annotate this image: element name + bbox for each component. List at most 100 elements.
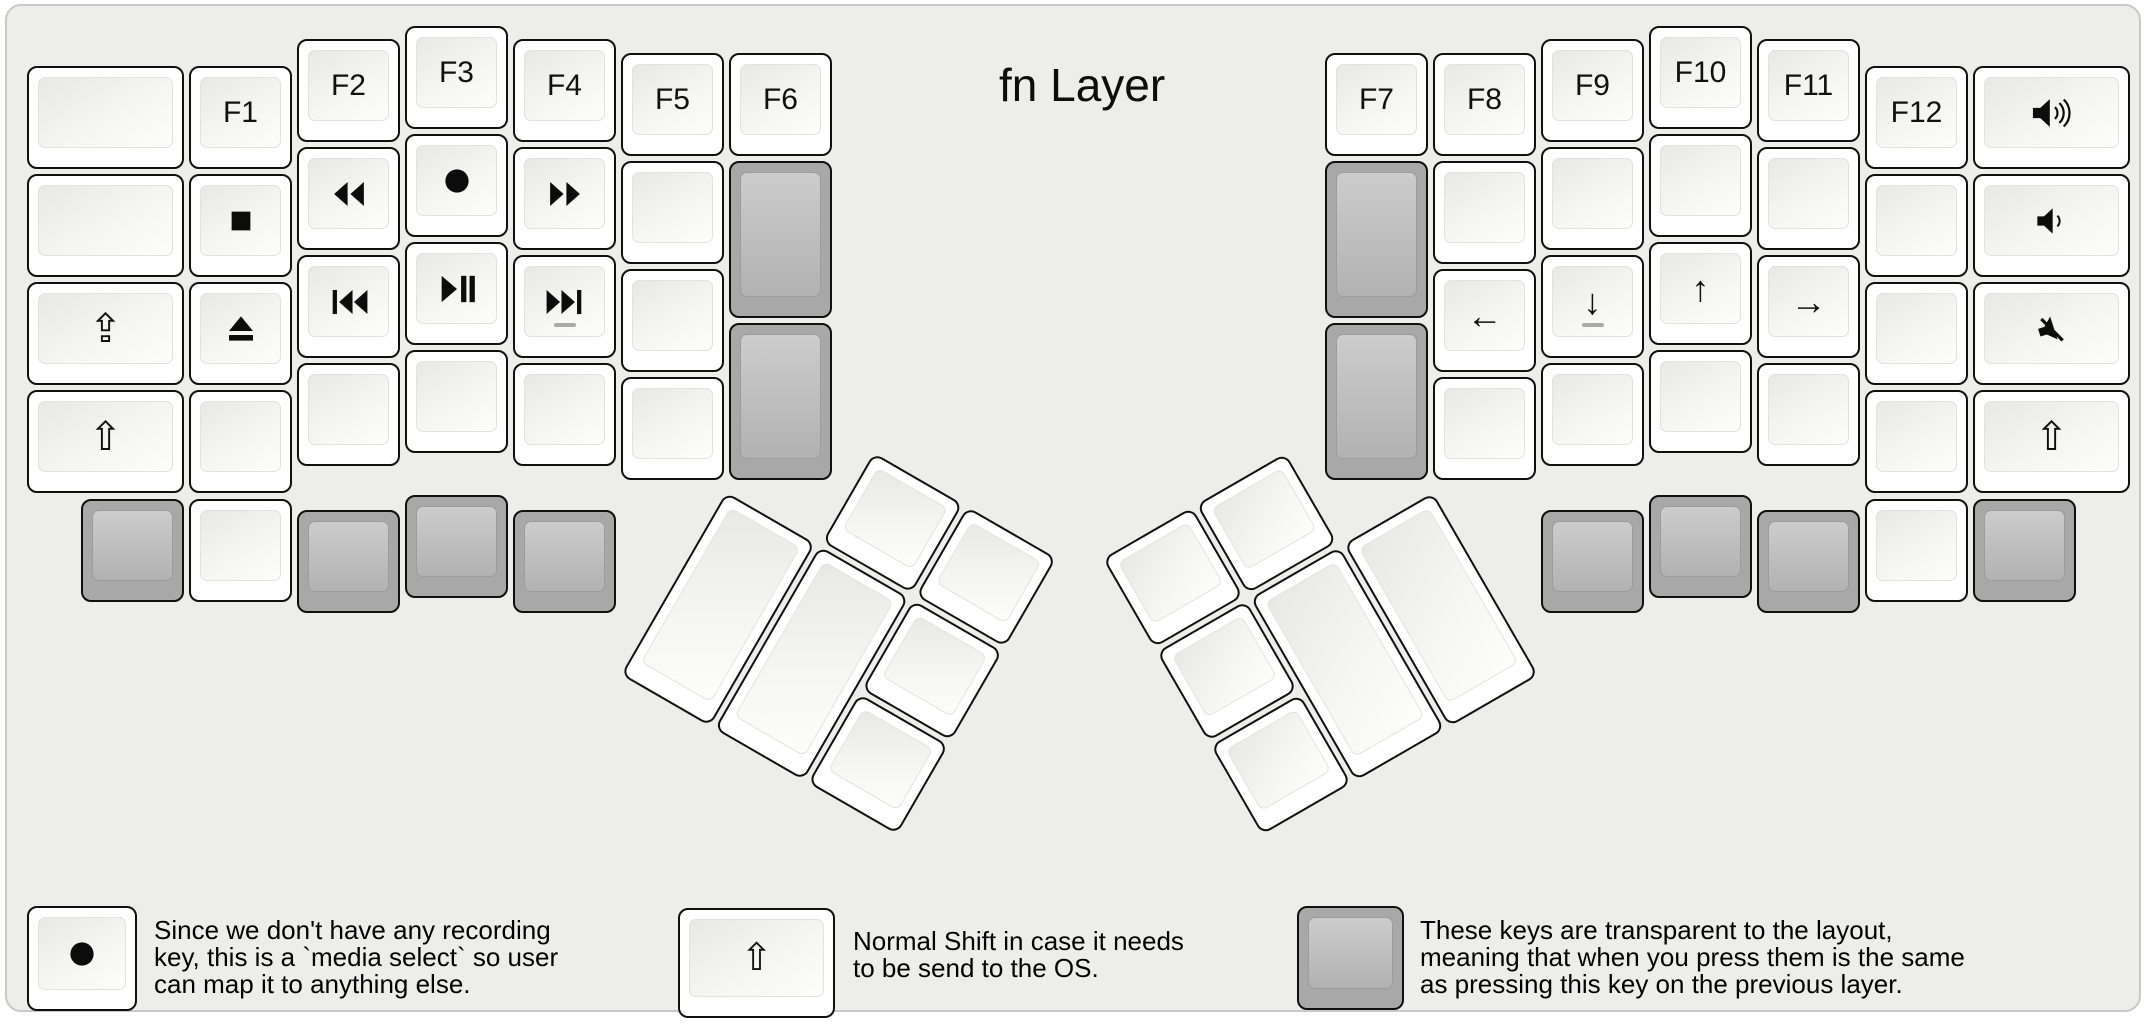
key-transparent[interactable] [1541,510,1644,613]
key-blank[interactable] [1433,161,1536,264]
key-transparent[interactable] [729,323,832,480]
key-f2[interactable]: F2 [297,39,400,142]
legend-media-select-key-cap [38,917,126,990]
key-blank[interactable] [1865,174,1968,277]
key-rewind-cap [308,158,389,229]
key-f11[interactable]: F11 [1757,39,1860,142]
key-blank-cap [1660,145,1741,216]
key-transparent[interactable] [297,510,400,613]
key-transparent[interactable] [513,510,616,613]
key-arrow-up-cap: ↑ [1660,253,1741,324]
key-play-pause[interactable] [405,242,508,345]
key-blank[interactable] [621,161,724,264]
key-f8[interactable]: F8 [1433,53,1536,156]
key-f4[interactable]: F4 [513,39,616,142]
key-caps-lock[interactable]: ⇪ [27,282,184,385]
homing-bar [553,323,576,327]
key-transparent[interactable] [1757,510,1860,613]
key-mute[interactable] [1973,282,2130,385]
key-f5[interactable]: F5 [621,53,724,156]
legend-text-media-select: Since we don't have any recording key, t… [154,917,558,998]
key-f9[interactable]: F9 [1541,39,1644,142]
key-f5-cap: F5 [632,64,713,135]
volume-up-icon [2030,95,2074,131]
key-transparent[interactable] [1325,161,1428,318]
key-record[interactable] [405,134,508,237]
key-blank[interactable] [621,377,724,480]
key-blank[interactable] [405,350,508,453]
key-f9-label: F9 [1574,68,1610,102]
eject-icon [225,313,257,345]
key-transparent[interactable] [729,161,832,318]
key-f6[interactable]: F6 [729,53,832,156]
key-f12[interactable]: F12 [1865,66,1968,169]
legend-shift-key-cap: ⇧ [689,919,824,997]
key-f10[interactable]: F10 [1649,26,1752,129]
key-blank[interactable] [1649,134,1752,237]
key-eject[interactable] [189,282,292,385]
legend-transparent-key[interactable] [1297,906,1404,1010]
key-f3-cap: F3 [416,37,497,108]
mute-icon [2034,313,2070,345]
key-f7[interactable]: F7 [1325,53,1428,156]
key-f10-label: F10 [1674,55,1727,89]
key-blank[interactable] [1757,147,1860,250]
legend-media-select-key[interactable] [27,906,137,1011]
key-arrow-up[interactable]: ↑ [1649,242,1752,345]
key-fast-forward-cap [524,158,605,229]
key-arrow-left[interactable]: ← [1433,269,1536,372]
key-transparent[interactable] [405,495,508,598]
key-blank-cap [200,510,281,581]
key-blank[interactable] [1541,363,1644,466]
key-blank[interactable] [1865,499,1968,602]
key-blank[interactable] [513,363,616,466]
key-next-track[interactable] [513,255,616,358]
key-f3[interactable]: F3 [405,26,508,129]
key-blank-cap [1444,388,1525,459]
key-blank[interactable] [189,499,292,602]
key-volume-down[interactable] [1973,174,2130,277]
key-blank[interactable] [27,174,184,277]
key-shift-right[interactable]: ⇧ [1973,390,2130,493]
key-blank-cap [38,185,173,256]
key-transparent-cap [524,521,605,592]
key-blank[interactable] [1649,350,1752,453]
key-blank[interactable] [189,390,292,493]
key-blank[interactable] [1433,377,1536,480]
key-rewind[interactable] [297,147,400,250]
key-blank[interactable] [1865,282,1968,385]
record-icon [65,937,99,971]
key-blank[interactable] [27,66,184,169]
key-volume-up[interactable] [1973,66,2130,169]
key-stop[interactable] [189,174,292,277]
key-transparent[interactable] [1649,495,1752,598]
legend-line: key, this is a `media select` so user [154,942,559,972]
key-transparent[interactable] [81,499,184,602]
key-blank[interactable] [1757,363,1860,466]
rewind-icon [330,177,368,211]
key-arrow-right[interactable]: → [1757,255,1860,358]
legend-shift-key-label: ⇧ [740,937,773,979]
key-prev-track[interactable] [297,255,400,358]
key-blank-cap [1444,172,1525,243]
legend-shift-key[interactable]: ⇧ [678,908,835,1018]
key-transparent-cap [740,334,821,459]
key-f2-label: F2 [330,68,366,102]
key-blank[interactable] [1541,147,1644,250]
key-f11-label: F11 [1783,68,1834,102]
key-f1[interactable]: F1 [189,66,292,169]
key-blank[interactable] [297,363,400,466]
key-transparent-cap [1984,510,2065,581]
key-arrow-down[interactable]: ↓ [1541,255,1644,358]
key-blank[interactable] [1865,390,1968,493]
key-f7-cap: F7 [1336,64,1417,135]
key-thumb-blank-cap [842,467,948,570]
key-transparent[interactable] [1973,499,2076,602]
key-transparent[interactable] [1325,323,1428,480]
layer-title: fn Layer [999,59,1166,111]
key-shift-left[interactable]: ⇧ [27,390,184,493]
legend-line: meaning that when you press them is the … [1420,942,1965,972]
key-blank[interactable] [621,269,724,372]
key-blank-cap [1876,185,1957,256]
key-fast-forward[interactable] [513,147,616,250]
